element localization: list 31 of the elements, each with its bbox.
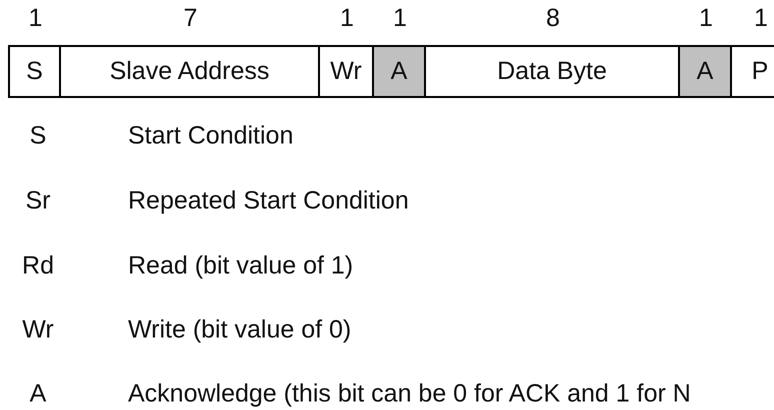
abbreviation: Wr bbox=[22, 316, 54, 344]
bit-count: 1 bbox=[699, 4, 713, 33]
abbreviation: Rd bbox=[22, 252, 54, 280]
frame-field bbox=[59, 45, 320, 98]
frame-field bbox=[318, 45, 374, 98]
frame-field bbox=[730, 45, 774, 98]
field-label: Wr bbox=[330, 57, 362, 86]
abbreviation: S bbox=[30, 122, 46, 150]
definition: Repeated Start Condition bbox=[128, 186, 409, 216]
definition: Start Condition bbox=[128, 122, 294, 150]
abbreviation: Sr bbox=[26, 186, 50, 216]
abbreviation: A bbox=[30, 380, 46, 408]
bit-count: 1 bbox=[754, 4, 768, 33]
field-label: A bbox=[696, 57, 714, 86]
bit-count: 1 bbox=[340, 4, 354, 33]
frame-field bbox=[424, 45, 680, 98]
ack-field bbox=[678, 45, 732, 98]
ack-field bbox=[372, 45, 426, 98]
field-label: S bbox=[26, 57, 43, 86]
bit-count: 1 bbox=[393, 4, 407, 33]
field-label: Slave Address bbox=[110, 57, 270, 86]
definition: Write (bit value of 0) bbox=[128, 316, 352, 344]
bit-count: 8 bbox=[546, 4, 560, 33]
definition: Read (bit value of 1) bbox=[128, 252, 354, 280]
field-label: A bbox=[390, 57, 408, 86]
field-label: P bbox=[752, 57, 768, 86]
bit-count: 1 bbox=[28, 4, 42, 33]
bit-count: 7 bbox=[184, 4, 198, 33]
frame-field bbox=[8, 45, 61, 98]
field-label: Data Byte bbox=[497, 57, 607, 86]
definition: Acknowledge (this bit can be 0 for ACK and 1 for N bbox=[128, 380, 691, 408]
